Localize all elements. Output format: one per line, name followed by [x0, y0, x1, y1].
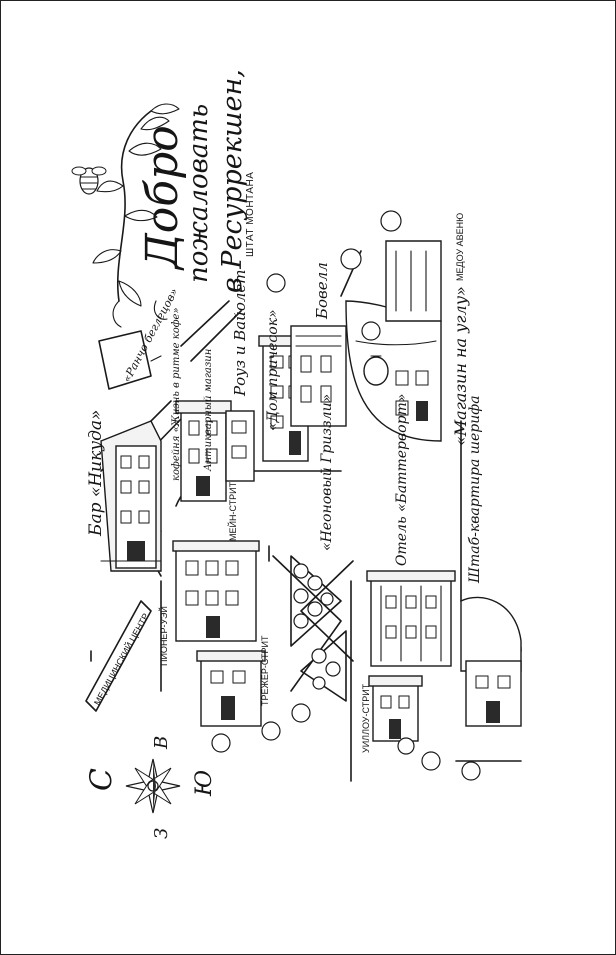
title-line3: в Ресуррекшен, — [217, 69, 248, 293]
building-cafe-antique[interactable] — [175, 400, 255, 502]
building-hotel[interactable] — [366, 570, 456, 667]
parking-lot — [385, 240, 442, 322]
building-medical-lower[interactable] — [196, 650, 266, 727]
building-treasure-block[interactable] — [172, 540, 260, 642]
compass-east: В — [151, 736, 172, 750]
street-pioneer: ПИОНЕР-УЭЙ — [158, 606, 169, 666]
vine-decoration — [71, 103, 180, 328]
compass-rose: С В З Ю — [84, 736, 217, 839]
label-bar[interactable]: Бар «Никуда» — [86, 410, 106, 537]
label-bowel[interactable]: Бовелл — [313, 262, 331, 320]
building-sheriff[interactable] — [460, 596, 522, 727]
label-medical[interactable]: МЕДИЦИНСКИЙ ЦЕНТР — [91, 611, 151, 707]
title-line2: пожаловать — [184, 104, 214, 283]
compass-west: З — [151, 828, 172, 839]
label-cafe[interactable]: кофейня «Жизнь в ритме кофе» — [171, 307, 182, 481]
park-trees — [290, 555, 347, 702]
street-labels: МЕЙН-СТРИТ ПИОНЕР-УЭЙ ТРЕЖЕР-СТРИТ УИЛЛО… — [158, 213, 465, 753]
label-rose-violet[interactable]: Роуз и Вайолет — [231, 269, 249, 397]
street-main: МЕЙН-СТРИТ — [227, 481, 238, 541]
label-hotel[interactable]: Отель «Баттерворт» — [394, 394, 410, 566]
ranch-sign — [98, 330, 162, 390]
state-label: ШТАТ МОНТАНА — [245, 172, 256, 257]
building-bar[interactable] — [100, 420, 162, 572]
street-meadow: МЕДОУ АВЕНЮ — [455, 213, 465, 281]
title-line1: Добро — [137, 125, 188, 271]
medical-signpost — [85, 600, 152, 712]
label-neon[interactable]: «Неоновый Гриззли» — [319, 394, 335, 551]
label-corner-store[interactable]: «Магазин на углу» — [451, 286, 470, 446]
welcome-title: Добро пожаловать в Ресуррекшен, ШТАТ МОН… — [137, 69, 256, 293]
street-willow: УИЛЛОУ-СТРИТ — [361, 683, 371, 753]
building-hair-house[interactable] — [258, 325, 347, 462]
building-willow[interactable] — [368, 675, 423, 742]
compass-south: Ю — [192, 770, 217, 797]
scattered-trees — [211, 210, 481, 781]
label-antique[interactable]: Антикварный магазин — [203, 349, 214, 472]
street-treasure: ТРЕЖЕР-СТРИТ — [260, 635, 270, 706]
label-sheriff[interactable]: Штаб-квартира шерифа — [467, 395, 483, 584]
compass-north: С — [84, 768, 119, 791]
label-hair-house[interactable]: «Дом причесок» — [265, 309, 281, 431]
